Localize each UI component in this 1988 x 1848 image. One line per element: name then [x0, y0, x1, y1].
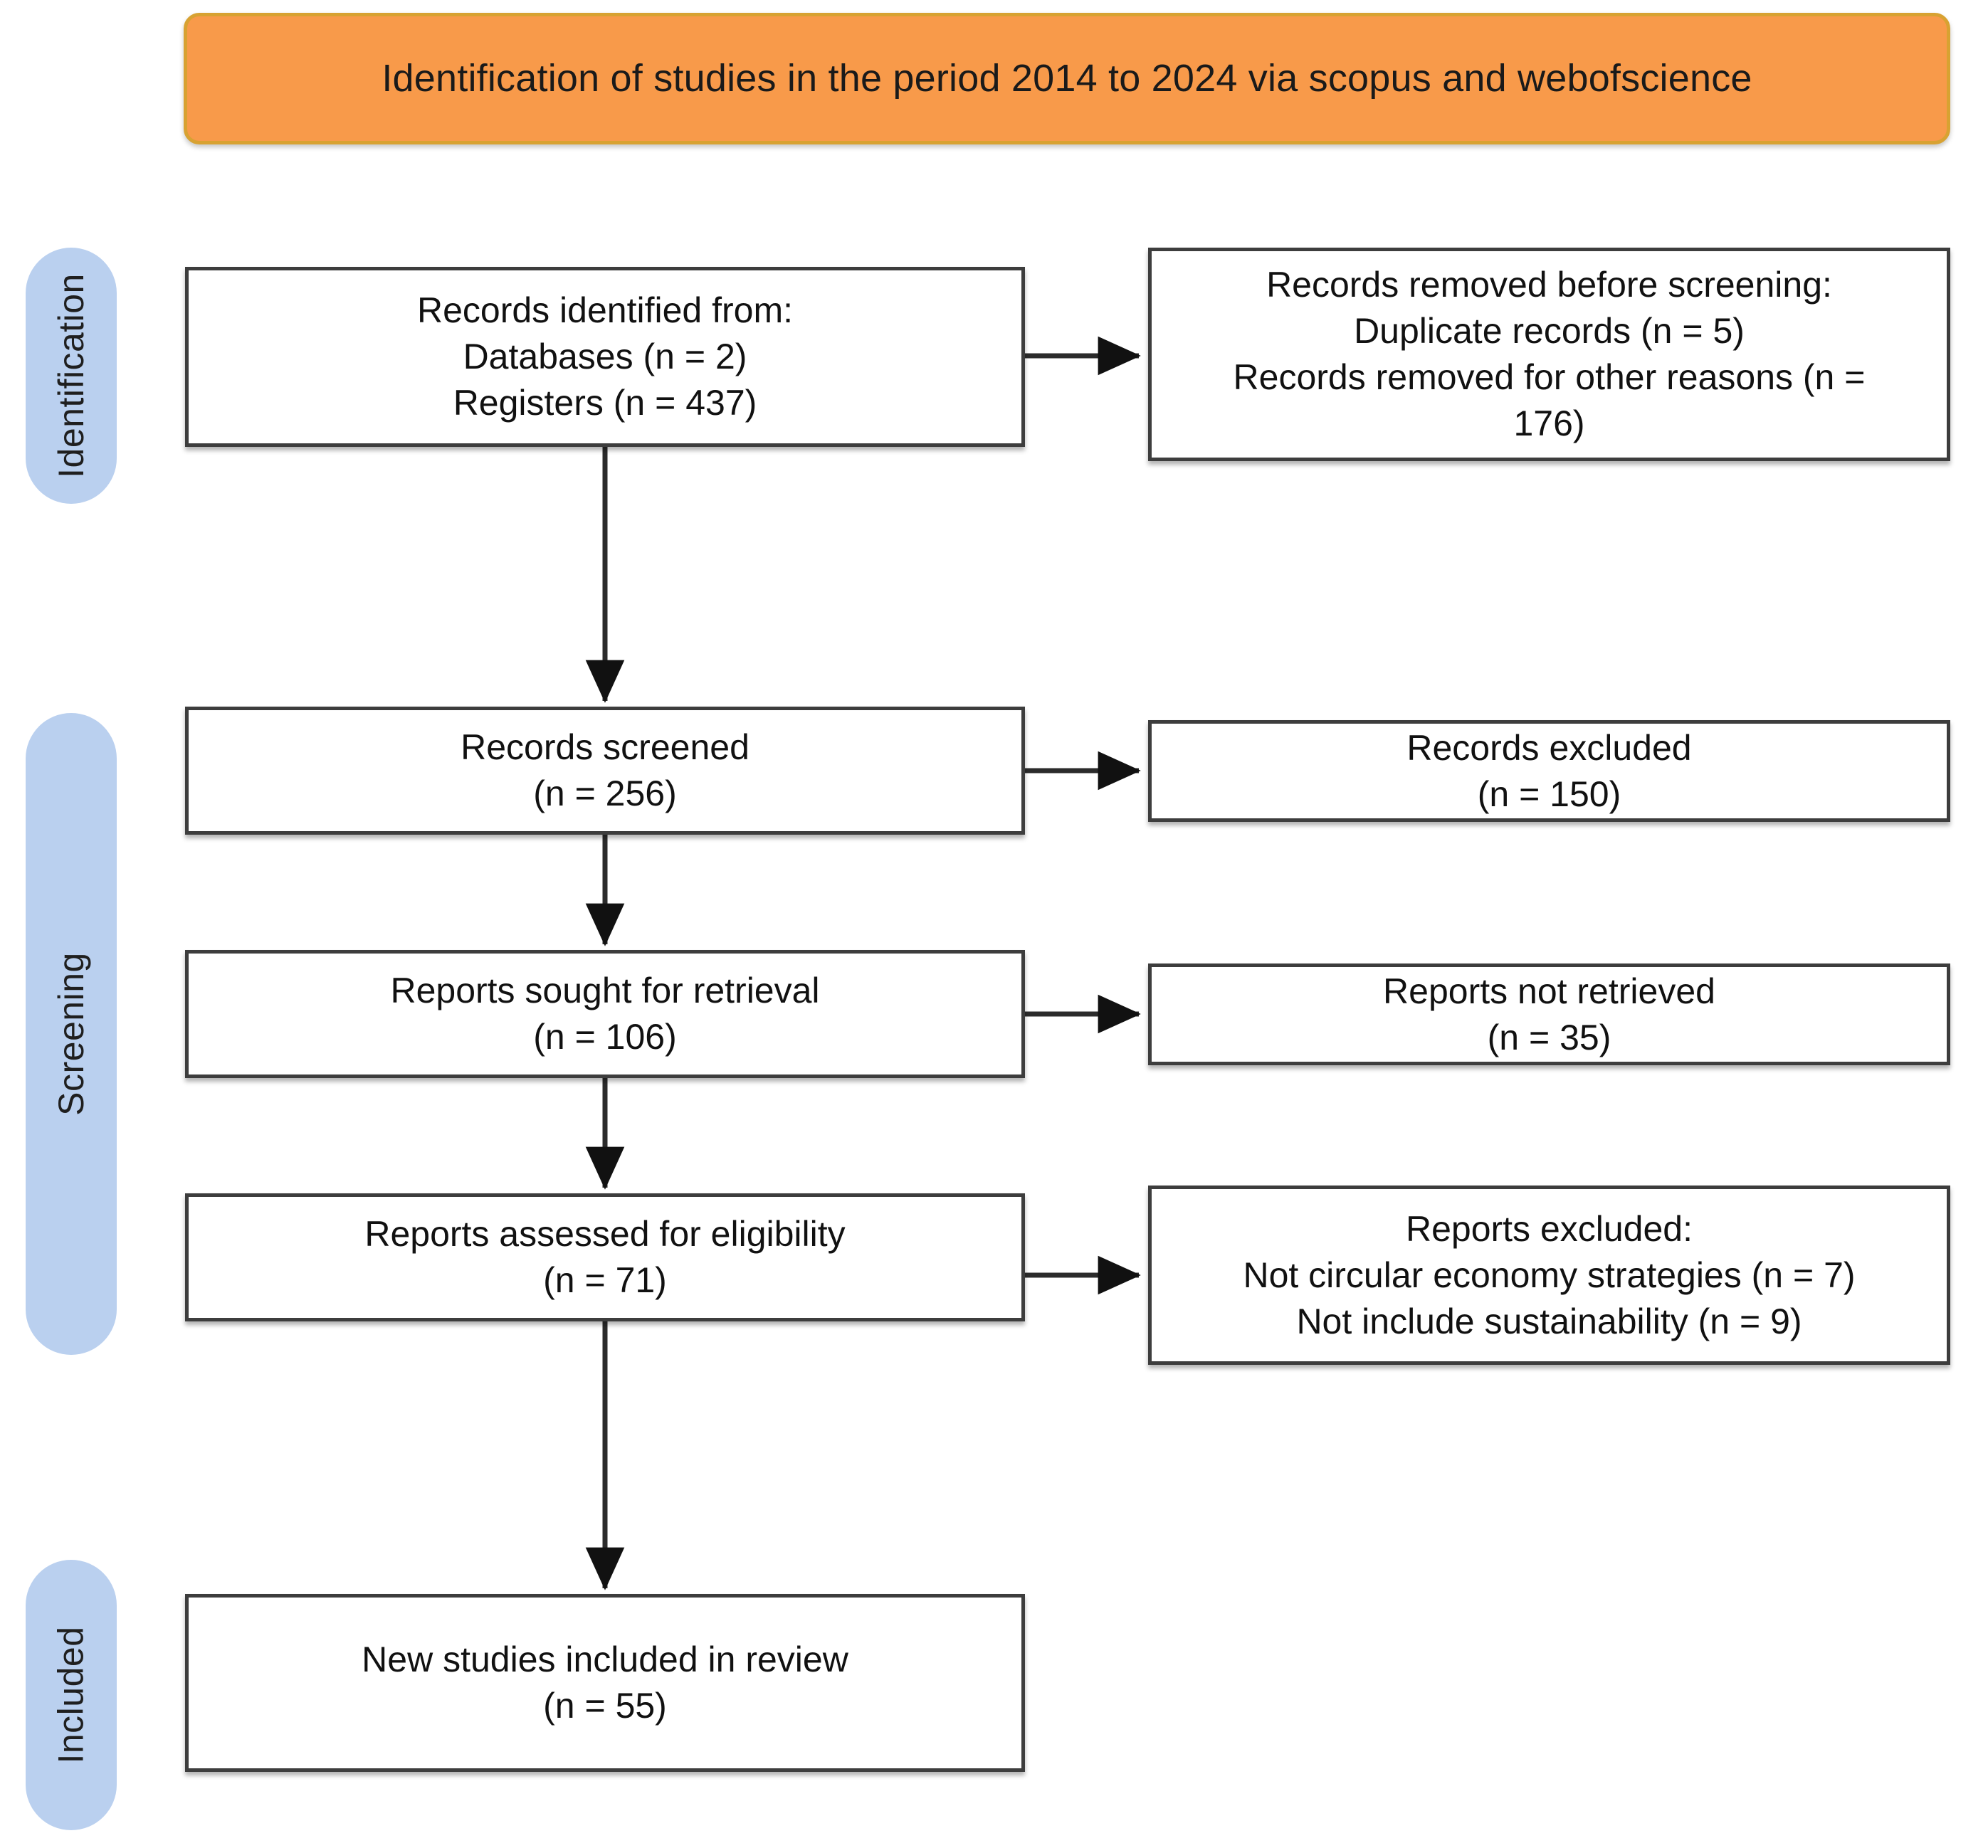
- box-reports-not-retrieved: Reports not retrieved (n = 35): [1148, 963, 1950, 1065]
- stage-label-screening: Screening: [51, 952, 91, 1116]
- box-reports-sought-text: Reports sought for retrieval (n = 106): [390, 971, 820, 1057]
- box-records-excluded-text: Records excluded (n = 150): [1406, 727, 1692, 814]
- stage-label-identification: Identification: [51, 273, 91, 478]
- stage-pill-screening: Screening: [26, 713, 117, 1355]
- banner-title: Identification of studies in the period …: [382, 57, 1752, 100]
- box-new-studies-included-text: New studies included in review (n = 55): [362, 1640, 848, 1726]
- box-records-removed-text: Records removed before screening: Duplic…: [1233, 265, 1866, 443]
- box-records-identified: Records identified from: Databases (n = …: [185, 267, 1025, 447]
- stage-pill-included: Included: [26, 1560, 117, 1830]
- box-records-removed-before-screening: Records removed before screening: Duplic…: [1148, 248, 1950, 461]
- box-records-identified-text: Records identified from: Databases (n = …: [416, 290, 793, 423]
- box-reports-assessed-text: Reports assessed for eligibility (n = 71…: [364, 1214, 846, 1300]
- box-records-screened: Records screened (n = 256): [185, 707, 1025, 835]
- box-reports-sought: Reports sought for retrieval (n = 106): [185, 950, 1025, 1078]
- box-reports-assessed: Reports assessed for eligibility (n = 71…: [185, 1193, 1025, 1321]
- stage-pill-identification: Identification: [26, 248, 117, 504]
- identification-banner: Identification of studies in the period …: [184, 13, 1950, 144]
- box-reports-not-retrieved-text: Reports not retrieved (n = 35): [1383, 971, 1715, 1057]
- box-records-excluded: Records excluded (n = 150): [1148, 720, 1950, 822]
- box-reports-excluded: Reports excluded: Not circular economy s…: [1148, 1186, 1950, 1365]
- stage-label-included: Included: [51, 1626, 92, 1764]
- box-reports-excluded-text: Reports excluded: Not circular economy s…: [1243, 1208, 1856, 1341]
- box-new-studies-included: New studies included in review (n = 55): [185, 1594, 1025, 1772]
- box-records-screened-text: Records screened (n = 256): [461, 727, 750, 813]
